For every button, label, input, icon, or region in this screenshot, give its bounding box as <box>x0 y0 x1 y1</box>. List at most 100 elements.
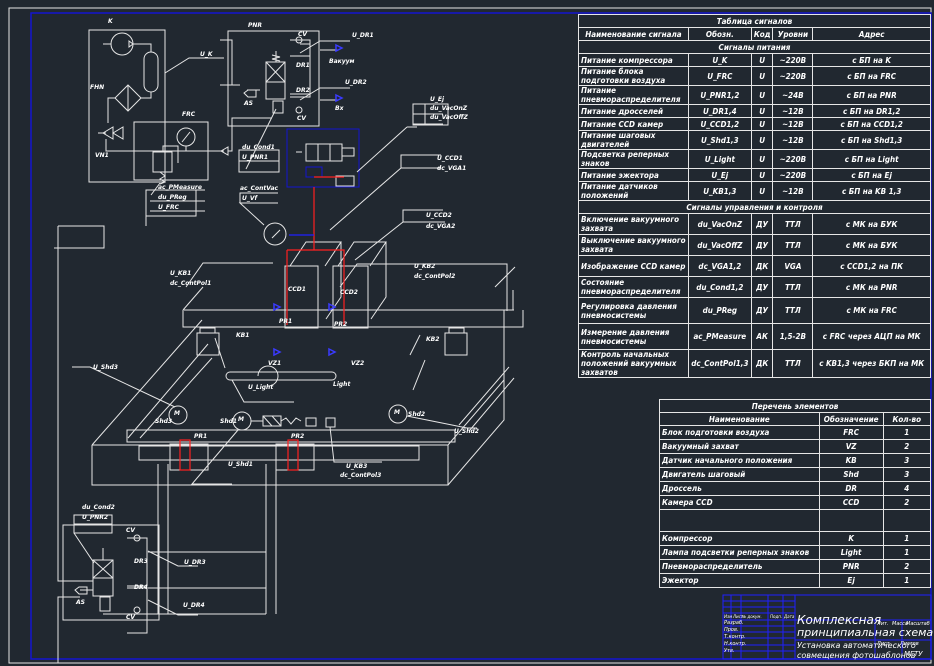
element-designation: Shd <box>818 467 884 482</box>
title-block-row-label: Пров. <box>724 627 739 633</box>
cv-label-2: CV <box>297 115 307 122</box>
u-shd1-label: U_Shd1 <box>228 461 253 468</box>
u-dr2-label: U_DR2 <box>345 79 367 86</box>
signal-code: ДУ <box>750 276 774 298</box>
cv-label-4: CV <box>126 614 136 621</box>
element-designation: FRC <box>818 425 884 440</box>
signal-address: с БП на PNR <box>812 85 931 105</box>
element-designation: KB <box>818 453 884 468</box>
element-name: Датчик начального положения <box>659 453 820 468</box>
signal-id: du_Cond1,2 <box>687 276 752 298</box>
pr2-block <box>275 443 315 471</box>
section-title: Сигналы управления и контроля <box>578 200 931 214</box>
section-title: Сигналы питания <box>578 40 931 54</box>
title-block-col-label: Изм <box>724 614 733 619</box>
signal-level: ТТЛ <box>772 349 814 378</box>
signal-level: 1,5-2В <box>772 323 814 350</box>
compressor-pump-icon <box>110 32 134 56</box>
signal-id: U_PNR1,2 <box>687 85 752 105</box>
signal-code: U <box>750 149 774 169</box>
element-designation <box>818 509 884 532</box>
element-qty: 1 <box>882 545 932 560</box>
ccd2-label: CCD2 <box>340 289 358 296</box>
receiver-tank <box>143 51 159 93</box>
title-line-2: принципиальная схема <box>797 626 934 639</box>
gauge-signal-1: U_Vf <box>242 195 258 202</box>
signal-level: ТТЛ <box>772 213 814 235</box>
kb1-signal-0: U_KB1 <box>170 270 192 277</box>
dr1-label: DR1 <box>296 62 310 69</box>
pr1-vz-label: PR1 <box>279 318 293 325</box>
element-table-title: Перечень элементов <box>659 399 931 413</box>
ccd2-signal-1: dc_VGA2 <box>426 223 456 230</box>
pr1-block <box>169 443 209 471</box>
signal-address: с БП на KB 1,3 <box>812 181 931 201</box>
motor-m-1: M <box>174 410 180 417</box>
signal-name: Включение вакуумного захвата <box>578 213 689 235</box>
signal-name: Питание пневмораспределителя <box>578 85 689 105</box>
signal-address: с KB1,3 через БКП на МК <box>812 349 931 378</box>
element-designation: Ej <box>818 573 884 588</box>
signal-code: U <box>750 85 774 105</box>
signal-address: с БП на Ej <box>812 168 931 182</box>
u-light-label: U_Light <box>248 384 274 391</box>
signal-address: с МК на PNR <box>812 276 931 298</box>
pnr2-signal-0: du_Cond2 <box>82 504 115 511</box>
subtitle-line-2: совмещения фотошаблонов <box>797 651 916 660</box>
signal-id: dc_VGA1,2 <box>687 255 752 277</box>
org-label: МГТУ <box>904 650 923 658</box>
signal-id: U_FRC <box>687 66 752 86</box>
signal-name: Питание CCD камер <box>578 117 689 131</box>
as-label: AS <box>244 100 253 107</box>
element-name: Пневмораспределитель <box>659 559 820 574</box>
u-dr1-label: U_DR1 <box>352 32 374 39</box>
signal-code: ДК <box>750 349 774 378</box>
element-qty: 1 <box>882 531 932 546</box>
vacuum-gauge-icon <box>263 222 287 246</box>
signal-address: с БП на DR1,2 <box>812 104 931 118</box>
frc-label: FRC <box>182 111 196 118</box>
title-block-col-label: Лист <box>733 614 744 619</box>
ej-signal-2: du_VacOffZ <box>430 114 468 121</box>
signal-level: VGA <box>772 255 814 277</box>
schematic-lines <box>54 29 524 663</box>
signal-code: U <box>750 181 774 201</box>
signal-id: U_Light <box>687 149 752 169</box>
pneumatic-lines <box>179 176 345 471</box>
signal-code: U <box>750 104 774 118</box>
element-qty: 3 <box>882 453 932 468</box>
signal-name: Питание шаговых двигателей <box>578 130 689 150</box>
signal-level: ~12В <box>772 117 814 131</box>
pnr2-block <box>62 524 160 621</box>
signal-level: ~12В <box>772 181 814 201</box>
signal-level: ~220В <box>772 168 814 182</box>
signal-address: с МК на FRC <box>812 297 931 324</box>
element-designation: PNR <box>818 559 884 574</box>
signal-name: Состояние пневмораспределителя <box>578 276 689 298</box>
light-lamp <box>225 371 337 381</box>
kb2-signal-0: U_KB2 <box>414 263 436 270</box>
ej-signal-1: du_VacOnZ <box>430 105 468 112</box>
signal-id: du_VacOnZ <box>687 213 752 235</box>
element-name: Блок подготовки воздуха <box>659 425 820 440</box>
signal-code: АК <box>750 323 774 350</box>
signal-level: ~12В <box>772 104 814 118</box>
element-row <box>659 509 932 532</box>
element-designation: K <box>818 531 884 546</box>
dr2-label: DR2 <box>296 87 310 94</box>
title-block-row-label: Н.контр. <box>724 641 747 647</box>
ccd1-signal-0: U_CCD1 <box>437 155 463 162</box>
